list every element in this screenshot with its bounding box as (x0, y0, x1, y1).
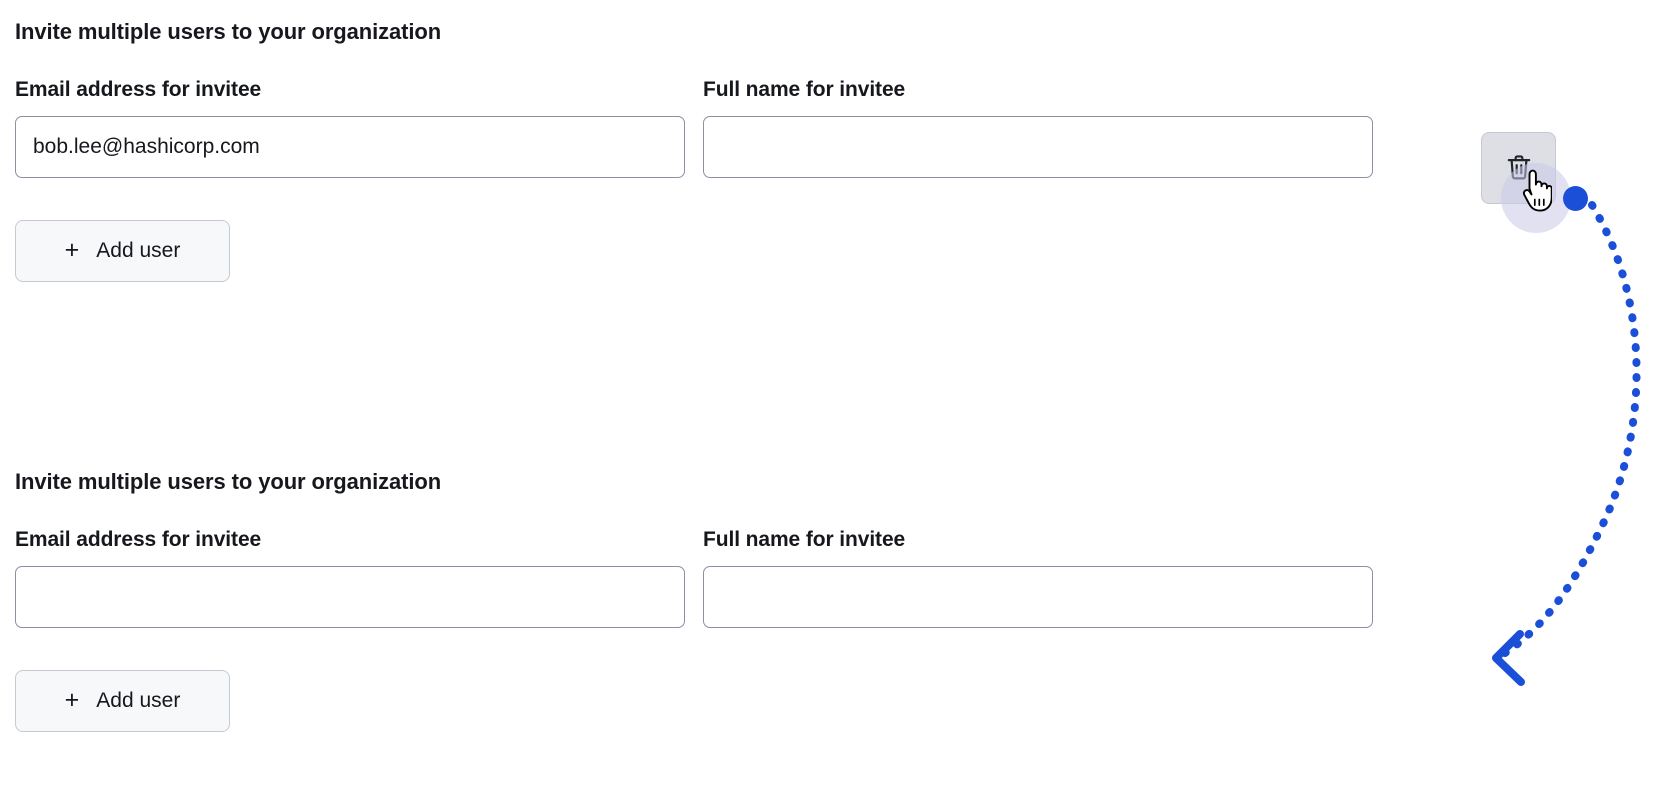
fullname-field-group-secondary: Full name for invitee (703, 528, 1373, 628)
page-title-secondary: Invite multiple users to your organizati… (15, 469, 442, 494)
add-user-button-secondary[interactable]: + Add user (15, 670, 230, 732)
email-field-label: Email address for invitee (15, 78, 262, 101)
email-field-group: Email address for invitee (15, 78, 685, 178)
fullname-field-label-secondary: Full name for invitee (703, 528, 906, 551)
plus-icon-secondary: + (64, 685, 80, 714)
page-title: Invite multiple users to your organizati… (15, 19, 442, 44)
add-user-button-label: Add user (96, 239, 181, 262)
delete-user-row-button[interactable] (1481, 132, 1556, 204)
fullname-field-group: Full name for invitee (703, 78, 1373, 178)
fullname-input[interactable] (703, 116, 1373, 178)
fullname-input-secondary[interactable] (703, 566, 1373, 628)
email-field-label-secondary: Email address for invitee (15, 528, 262, 551)
add-user-button-label-secondary: Add user (96, 689, 181, 712)
email-input-secondary[interactable] (15, 566, 685, 628)
add-user-button[interactable]: + Add user (15, 220, 230, 282)
fullname-field-label: Full name for invitee (703, 78, 906, 101)
email-field-group-secondary: Email address for invitee (15, 528, 685, 628)
trash-icon (1505, 153, 1533, 183)
fields-row-secondary: Email address for invitee Full name for … (0, 528, 1672, 668)
email-input[interactable] (15, 116, 685, 178)
fields-row: Email address for invitee Full name for … (0, 78, 1672, 218)
plus-icon: + (64, 235, 80, 264)
